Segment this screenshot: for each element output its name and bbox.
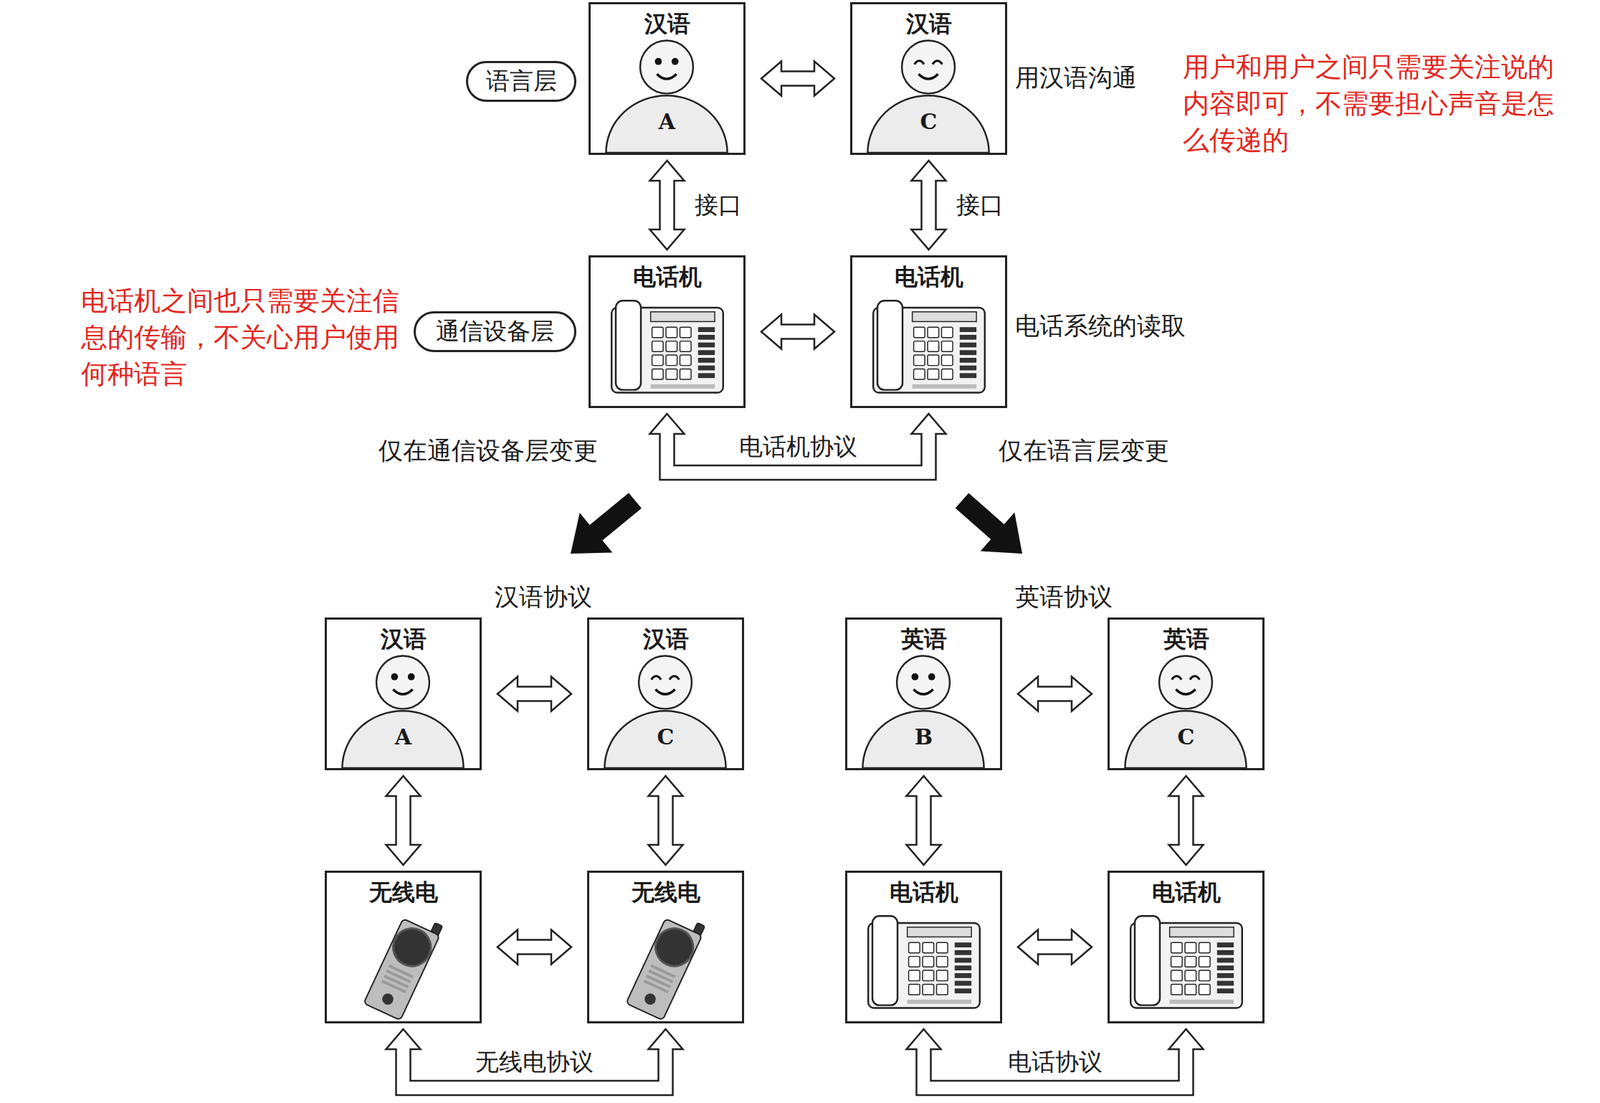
layer-box: 电话机 [850,255,1008,408]
mouth [655,688,675,694]
layer-box: 电话机 [1107,870,1265,1023]
person-letter: C [1109,724,1263,750]
annotation-label: 仅在语言层变更 [998,434,1170,468]
eye [651,675,680,680]
layer-name: 通信设备层 [435,315,555,348]
person-head [638,655,692,709]
double-arrow-connector [1169,775,1204,865]
layer-box: 英语 B [845,617,1003,770]
mouth [656,73,676,79]
double-arrow-connector [497,676,572,712]
radio-icon [363,908,444,1020]
layer-box: 电话机 [845,870,1003,1023]
note-text: 用户和用户之间只需要关注说的内容即可，不需要担心声音是怎么传递的 [1182,48,1556,159]
layer-pill: 语言层 [465,60,577,102]
note-text: 电话机之间也只需要关注信息的传输，不关心用户使用何种语言 [81,282,404,393]
mouth [918,73,938,79]
double-arrow-connector [386,775,421,865]
person-head [376,655,430,709]
telephone-icon [873,300,985,393]
edge-label: 接口 [953,189,1007,222]
eye [407,673,416,681]
layer-name: 语言层 [486,65,557,98]
box-heading: 英语 [847,623,1000,656]
mouth [392,688,413,694]
edge-label: 电话协议 [1005,1045,1106,1079]
box-heading: 无线电 [326,876,480,909]
person-letter: B [847,724,1000,750]
telephone-icon [1130,915,1243,1008]
box-heading: 无线电 [589,876,742,909]
box-heading: 电话机 [1109,876,1263,909]
eye [671,58,679,66]
layer-box: 汉语 C [587,617,745,770]
layer-box: 英语 C [1107,617,1265,770]
person-letter: A [326,724,480,750]
eye [914,60,943,65]
edge-label: 无线电协议 [472,1045,597,1079]
edge-label: 接口 [691,189,745,222]
person-letter: C [852,108,1006,135]
layer-box: 汉语 A [588,2,746,155]
mouth [1175,688,1195,694]
box-heading: 汉语 [589,623,742,656]
layer-box: 汉语 C [850,2,1008,155]
person-letter: C [589,724,742,750]
box-heading: 电话机 [590,261,744,294]
annotation-label: 用汉语沟通 [1015,61,1137,95]
eye [928,673,936,681]
person-head [1159,655,1213,709]
box-heading: 汉语 [852,8,1006,41]
mouth [913,688,933,694]
layer-pill: 通信设备层 [413,311,577,352]
box-heading: 汉语 [590,8,744,41]
telephone-icon [868,915,980,1008]
double-arrow-connector [906,775,942,865]
eye [654,58,662,66]
protocol-connector [650,413,947,480]
double-arrow-connector [761,314,835,350]
telephone-icon [611,300,724,393]
person-head [896,655,950,709]
eye [1172,675,1200,680]
box-heading: 电话机 [852,261,1006,294]
double-arrow-connector [650,160,685,250]
double-arrow-connector [911,160,947,250]
radio-icon [625,908,707,1020]
transition-arrow [955,493,1023,555]
protocol-connector [906,1028,1204,1095]
eye [390,673,398,681]
person-head [640,40,694,94]
annotation-label: 仅在通信设备层变更 [378,434,598,468]
layer-box: 电话机 [588,255,746,408]
annotation-label: 汉语协议 [494,580,593,614]
person-head [901,40,955,94]
layer-box: 无线电 [587,870,745,1023]
protocol-connector [386,1028,684,1095]
double-arrow-connector [1017,929,1092,965]
person-letter: A [590,108,744,135]
double-arrow-connector [761,61,835,97]
transition-arrow [570,492,642,554]
box-heading: 电话机 [847,876,1000,909]
double-arrow-connector [497,929,572,965]
eye [911,673,919,681]
annotation-label: 电话系统的读取 [1015,309,1186,343]
double-arrow-connector [1017,676,1092,712]
edge-label: 电话机协议 [736,430,861,464]
layer-box: 无线电 [324,870,482,1023]
double-arrow-connector [648,775,684,865]
annotation-label: 英语协议 [1015,580,1113,614]
box-heading: 汉语 [326,623,480,656]
box-heading: 英语 [1109,623,1263,656]
layer-box: 汉语 A [324,617,482,770]
